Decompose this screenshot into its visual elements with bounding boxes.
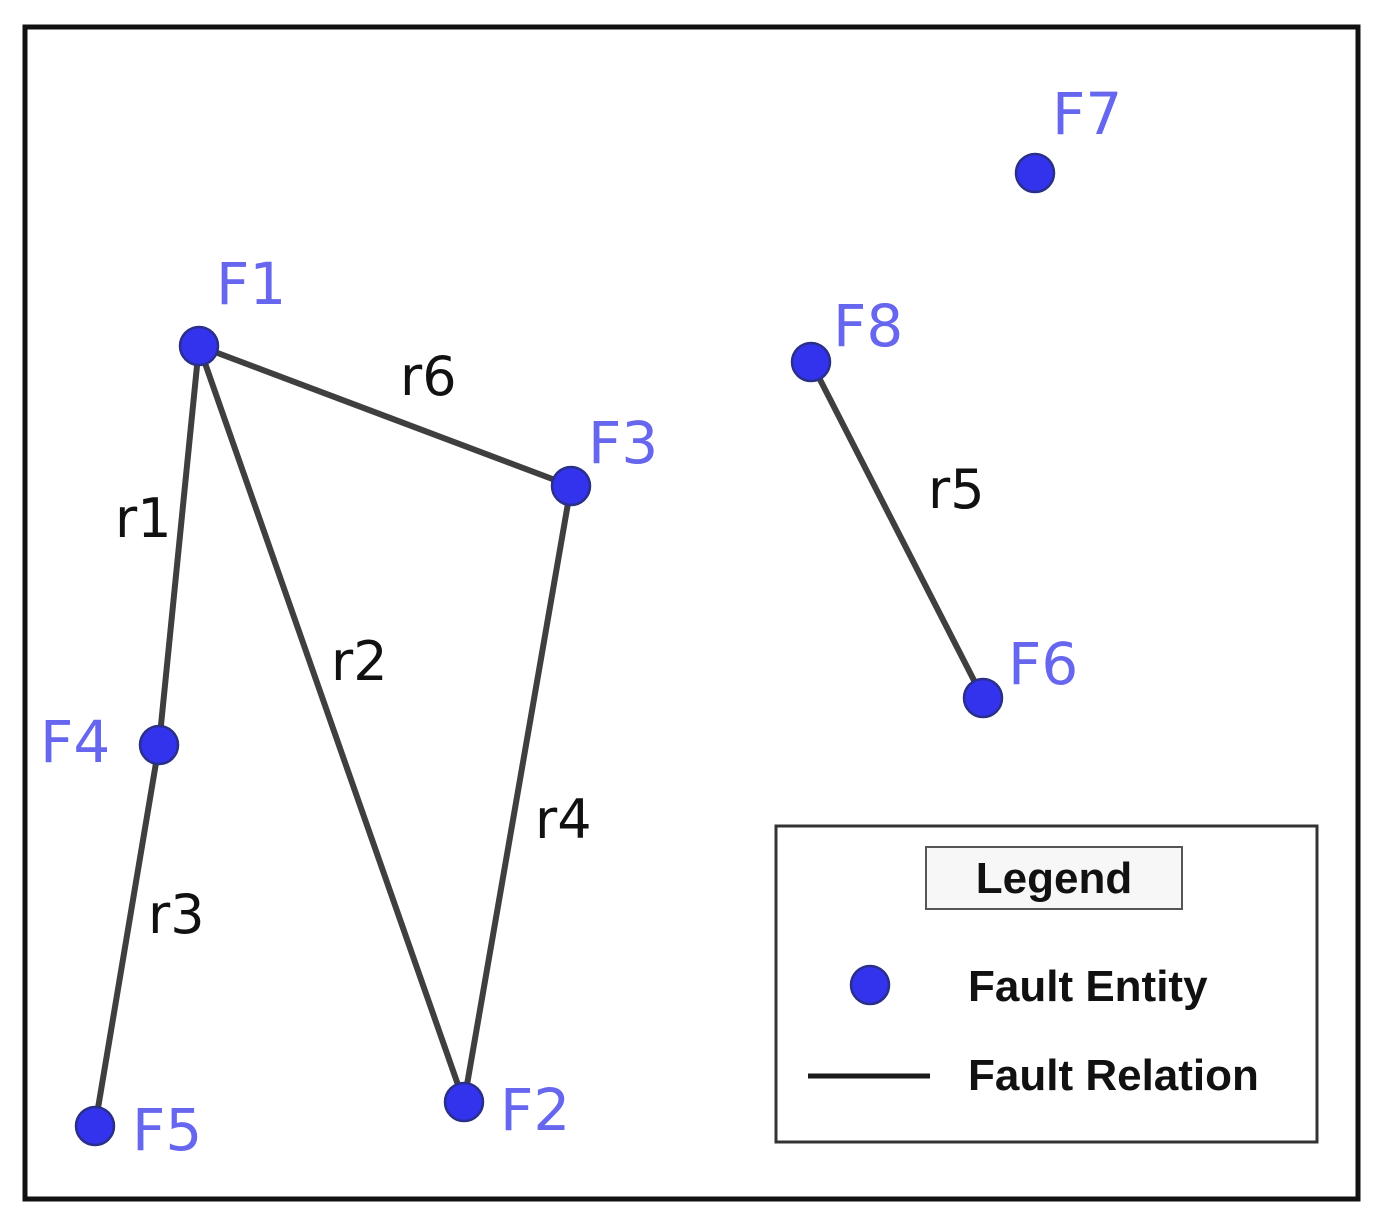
edge-labels-layer: r1 r2 r3 r4 r5 r6 [115, 345, 985, 946]
edge-r3 [92, 742, 162, 1129]
node-F2 [443, 1081, 485, 1123]
node-label-F3: F3 [588, 409, 658, 477]
legend-relation-label: Fault Relation [968, 1051, 1259, 1100]
edges-layer [92, 343, 986, 1129]
edge-r4 [461, 483, 574, 1105]
edge-label-r2: r2 [331, 630, 388, 693]
legend-entity-label: Fault Entity [968, 962, 1208, 1011]
node-F4 [138, 724, 180, 766]
edge-r1 [156, 343, 202, 748]
edge-label-r3: r3 [148, 883, 205, 946]
edge-label-r6: r6 [400, 345, 457, 408]
node-label-F1: F1 [216, 250, 286, 318]
node-label-F2: F2 [500, 1076, 570, 1144]
legend-entity-marker-icon [849, 964, 891, 1006]
node-F3 [550, 465, 592, 507]
node-label-F4: F4 [40, 708, 110, 776]
edge-label-r1: r1 [115, 487, 172, 550]
edge-r5 [808, 359, 986, 701]
node-label-F8: F8 [833, 292, 903, 360]
node-F6 [962, 677, 1004, 719]
legend-title: Legend [976, 854, 1132, 903]
legend-title-box [925, 846, 1183, 910]
edge-r6 [196, 343, 574, 489]
node-label-F5: F5 [132, 1096, 202, 1164]
legend: Legend Fault Entity Fault Relation [774, 824, 1319, 1144]
nodes-layer [74, 152, 1056, 1147]
node-F8 [790, 341, 832, 383]
edge-r2 [196, 343, 467, 1105]
node-F1 [178, 325, 220, 367]
node-F7 [1014, 152, 1056, 194]
edge-label-r5: r5 [928, 458, 985, 521]
node-label-F7: F7 [1052, 80, 1122, 148]
edge-label-r4: r4 [535, 788, 592, 851]
node-label-F6: F6 [1008, 630, 1078, 698]
node-F5 [74, 1105, 116, 1147]
